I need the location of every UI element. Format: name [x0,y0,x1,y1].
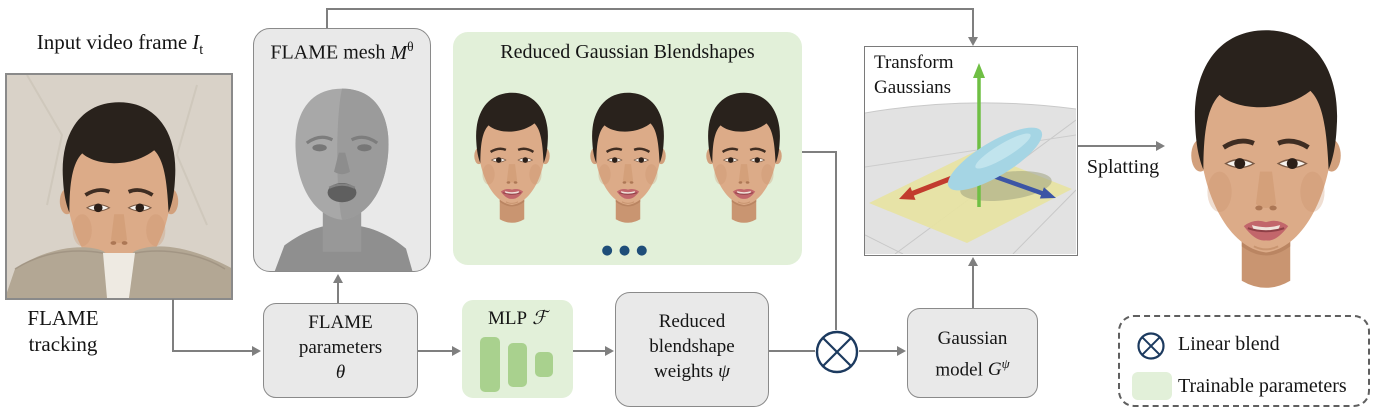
connector-splatting [1078,145,1156,147]
flame-tracking-line2: tracking [28,332,98,356]
legend-box: Linear blend Trainable parameters [1118,315,1370,407]
blendshapes-title: Reduced Gaussian Blendshapes [500,41,755,63]
connector-top-horizontal [326,8,974,10]
blendshapes-box: Reduced Gaussian Blendshapes ●●● [453,32,802,265]
gaussian-model-sup-psi: ψ [1001,356,1010,371]
ellipsis-dots: ●●● [601,243,654,258]
flame-parameters-line1: FLAME [308,312,373,333]
blendshape-face-1 [461,77,563,237]
connector-weights-to-blend [769,350,815,352]
input-video-frame-image [5,73,233,300]
flame-tracking-line1: FLAME [27,306,99,330]
mlp-bar-3 [535,352,553,377]
connector-blendshapes-down [835,151,837,330]
transform-gaussians-label: Transform Gaussians [874,50,954,100]
input-frame-label-text: Input video frame [36,30,188,54]
gaussian-model-line1: Gaussian [937,328,1008,349]
connector-photo-down [172,299,174,352]
input-frame-math-I: I [192,30,200,54]
gaussian-model-G: G [987,359,1002,381]
legend-linear-blend-label: Linear blend [1178,333,1280,355]
connector-tracking-horizontal [172,350,252,352]
arrowhead-into-mlp [452,346,461,356]
gaussian-axes-scene [865,63,1076,254]
gaussian-model-line2-text: model [935,359,983,381]
flame-parameters-line2: parameters [298,337,383,358]
arrowhead-into-output [1156,141,1165,151]
flame-mesh-title-text: FLAME mesh [270,41,386,64]
splatting-label: Splatting [1086,156,1160,178]
connector-blendshapes-out [802,151,837,153]
reduced-weights-line1: Reduced [658,311,726,332]
mlp-label-text: MLP [487,308,528,329]
blendshape-face-3 [693,77,795,237]
rendered-output-face [1162,6,1370,309]
mlp-bar-2 [508,343,527,387]
transform-label-line1: Transform [874,52,954,73]
linear-blend-operator-icon [815,330,859,374]
flame-parameters-theta: θ [335,362,346,383]
flame-mesh-render [262,66,422,271]
legend-trainable-label: Trainable parameters [1178,375,1347,397]
arrowhead-into-gaussian-model [897,346,906,356]
reduced-weights-line3-text: weights [654,361,714,382]
flame-mesh-sup-theta: θ [407,39,414,54]
arrowhead-into-mesh-box [333,274,343,283]
flame-parameters-box: FLAME parameters θ [263,303,418,398]
arrowhead-into-weights [605,346,614,356]
connector-mesh-top-stub [326,8,328,28]
mlp-script-F: ℱ [532,308,547,329]
legend-trainable-swatch [1132,372,1172,400]
reduced-weights-psi: ψ [718,361,730,382]
connector-params-to-mlp [418,350,452,352]
connector-blend-to-gaussian [859,350,898,352]
connector-gaussian-to-transform [972,265,974,308]
transform-gaussians-box: Transform Gaussians [864,46,1078,256]
arrowhead-into-transform-bottom [968,257,978,266]
input-photo-art [7,75,231,298]
input-frame-sub-t: t [199,42,204,59]
arrowhead-into-params [252,346,261,356]
mlp-bar-1 [480,337,500,392]
arrowhead-into-transform-top [968,37,978,46]
connector-top-to-transform [972,8,974,38]
legend-linear-blend-icon [1137,332,1165,360]
connector-params-to-mesh [337,282,339,303]
reduced-weights-line2: blendshape [649,336,735,357]
flame-mesh-math-M: M [390,41,408,64]
connector-mlp-to-weights [573,350,606,352]
transform-label-line2: Gaussians [874,77,952,98]
flame-tracking-label: FLAME tracking [8,305,118,357]
blendshape-face-2 [577,77,679,237]
blendshape-faces-row [453,77,802,237]
